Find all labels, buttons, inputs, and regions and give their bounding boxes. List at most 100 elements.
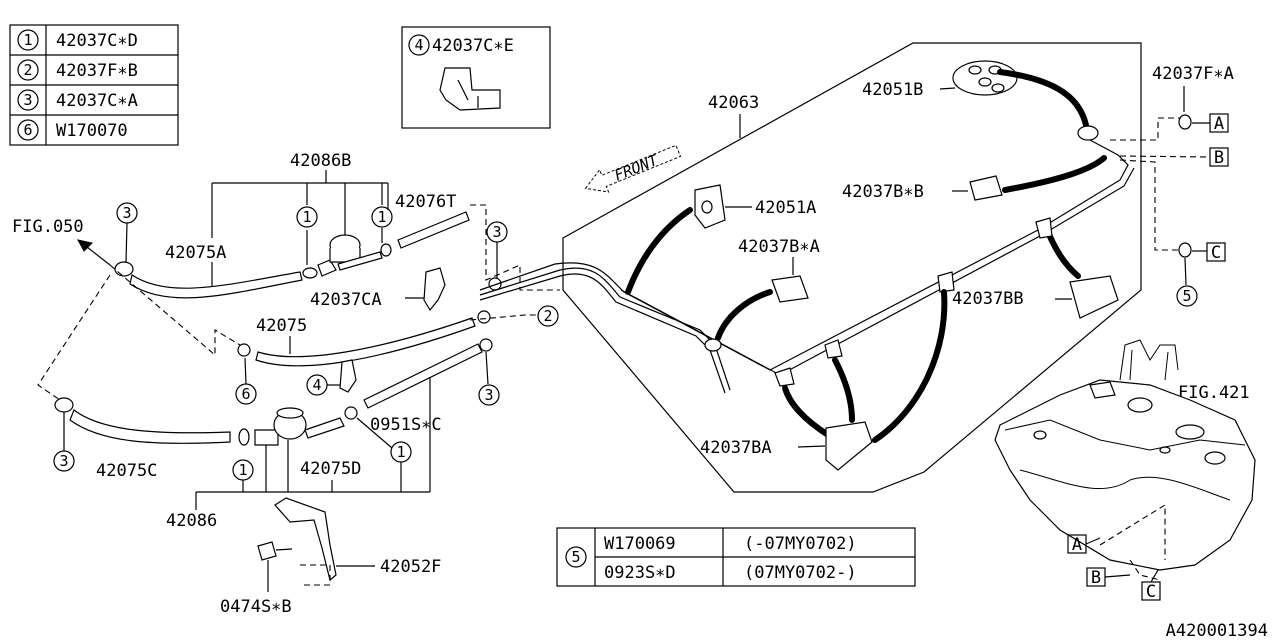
note-range: (07MY0702-) xyxy=(744,563,857,583)
hose-0951SC-tube xyxy=(363,343,483,409)
hose-42075-tube xyxy=(255,317,476,367)
note-part: W170069 xyxy=(604,534,676,554)
legend-part: 42037C∗A xyxy=(56,91,138,111)
front-arrow: FRONT xyxy=(584,144,682,193)
assembly-outline xyxy=(562,42,1142,493)
clip-icon xyxy=(969,175,1003,201)
note-table: 5 W170069 (-07MY0702) 0923S∗D (07MY0702-… xyxy=(556,527,916,587)
label-42052F: 42052F xyxy=(380,557,441,577)
label-0951SC: 0951S∗C xyxy=(370,415,442,435)
callout-num: 1 xyxy=(302,208,311,226)
callout-2 xyxy=(537,305,559,327)
callout-num: 3 xyxy=(59,452,68,470)
note-num: 5 xyxy=(571,548,580,566)
clamp-icon xyxy=(1178,242,1192,258)
legend-table: 1 42037C∗D 2 42037F∗B 3 42037C∗A 6 W1700… xyxy=(9,24,179,146)
label-42051B: 42051B xyxy=(862,80,923,100)
callout-3 xyxy=(478,384,500,406)
label-42037BB: 42037BB xyxy=(952,289,1024,309)
callout-num: 3 xyxy=(492,223,501,241)
callout-num: 5 xyxy=(1182,287,1191,305)
label-42063: 42063 xyxy=(708,93,759,113)
clamp-icon xyxy=(54,397,74,413)
clamp-icon xyxy=(344,406,358,420)
label-fig421: FIG.421 xyxy=(1178,383,1250,403)
legend-part: 42037C∗D xyxy=(56,31,138,51)
label-fig050: FIG.050 xyxy=(12,217,84,237)
legend-num: 6 xyxy=(23,121,32,139)
connector-c: C xyxy=(1211,243,1221,263)
hose-42075: 42075 6 4 xyxy=(235,310,491,405)
legend-num: 3 xyxy=(23,91,32,109)
clamp-icon xyxy=(488,277,502,291)
legend-num: 2 xyxy=(23,61,32,79)
front-label: FRONT xyxy=(612,151,662,185)
legend-row-3: 3 42037C∗A xyxy=(17,89,138,111)
legend-part: 42037F∗B xyxy=(56,61,138,81)
clamp-icon xyxy=(302,267,318,279)
diagram-id: A420001394 xyxy=(1166,621,1268,640)
legend-row-6: 6 W170070 xyxy=(17,119,128,141)
callout-num: 4 xyxy=(312,376,321,394)
hose-42076T xyxy=(397,211,470,249)
clip-icon xyxy=(825,421,873,471)
bolt-icon xyxy=(257,541,277,561)
label-42037BA: 42037BA xyxy=(700,438,772,458)
hose-42075A xyxy=(129,271,303,299)
clamp-icon xyxy=(479,338,493,352)
tank-connector-a: A xyxy=(1072,535,1082,555)
clip-icon xyxy=(339,359,357,393)
detail-box-clip: 4 42037C∗E xyxy=(401,26,551,129)
label-42075D: 42075D xyxy=(300,459,361,479)
note-part: 0923S∗D xyxy=(604,563,676,583)
label-42037CA: 42037CA xyxy=(310,290,382,310)
pipe-assembly-42063: 42063 FRONT 42051B 42051A 42037B∗B xyxy=(479,42,1142,493)
connector-c-box xyxy=(1206,242,1226,262)
label-42076T: 42076T xyxy=(395,192,456,212)
callout-5 xyxy=(1176,285,1198,307)
tank-connector-c: C xyxy=(1146,582,1156,602)
connector-a: A xyxy=(1214,114,1224,134)
clamp-icon xyxy=(380,243,392,257)
detail-box-num: 4 xyxy=(414,36,423,54)
clip-icon xyxy=(423,267,446,312)
legend-part: W170070 xyxy=(56,121,128,141)
clamp-icon xyxy=(114,261,134,277)
hose-42075C xyxy=(69,409,231,444)
tank-connector-b: B xyxy=(1091,568,1101,588)
hose-assembly-upper: 42086B 1 1 42076T FIG.050 3 42075A 42037… xyxy=(12,151,470,312)
label-0474SB: 0474S∗B xyxy=(220,597,292,617)
clamp-icon xyxy=(237,343,251,357)
callout-1 xyxy=(371,206,393,228)
label-42086B: 42086B xyxy=(290,151,351,171)
tank-body xyxy=(994,379,1256,571)
detail-box-part: 42037C∗E xyxy=(432,36,514,56)
dashed-leaders xyxy=(37,204,560,401)
legend-row-1: 1 42037C∗D xyxy=(17,29,138,51)
legend-row-2: 2 42037F∗B xyxy=(17,59,138,81)
callout-num: 1 xyxy=(377,208,386,226)
callout-num: 6 xyxy=(241,385,250,403)
label-42086: 42086 xyxy=(166,511,217,531)
callout-1 xyxy=(296,206,318,228)
label-42037BB-star: 42037B∗B xyxy=(842,182,924,202)
clamp-icon xyxy=(1178,114,1192,130)
callout-num: 2 xyxy=(543,307,552,325)
label-42075C: 42075C xyxy=(96,461,157,481)
clip-icon xyxy=(771,275,809,303)
callout-num: 3 xyxy=(122,204,131,222)
grommet-icon xyxy=(694,184,726,229)
arrow-icon xyxy=(77,239,94,252)
hose-0951SC: 3 2 3 0951S∗C xyxy=(363,221,559,492)
callout-num: 3 xyxy=(484,386,493,404)
label-42037BA-star: 42037B∗A xyxy=(738,237,820,257)
hose-assembly-lower: 3 42075C 1 1 42075D 42086 42052F 0474S∗B xyxy=(53,397,441,617)
clamp-icon xyxy=(238,428,250,446)
clip-icon xyxy=(1069,275,1119,319)
bracket-icon xyxy=(274,497,337,582)
label-42051A: 42051A xyxy=(755,198,816,218)
right-connectors: 42037F∗A A B C 5 xyxy=(1110,64,1234,307)
callout-num: 1 xyxy=(238,461,247,479)
